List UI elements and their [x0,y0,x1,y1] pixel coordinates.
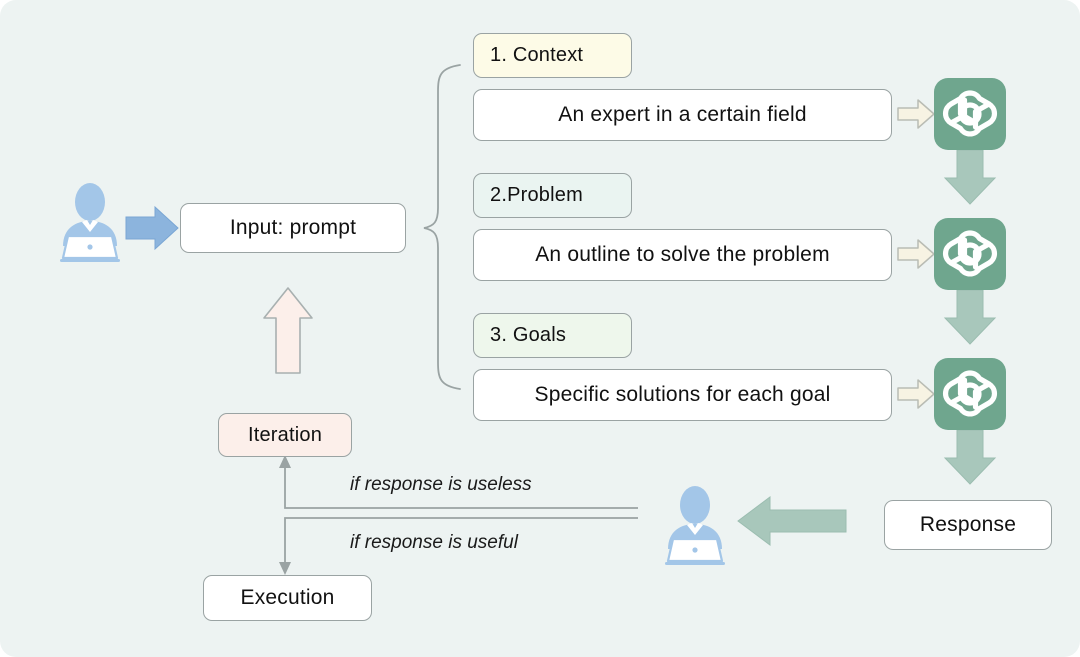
arrow-iteration-to-input-icon [263,287,313,374]
openai-logo-icon-1 [934,78,1006,150]
arrow-right-outline-icon-1 [897,99,935,129]
openai-logo-icon-2 [934,218,1006,290]
feedback-useful-label: if response is useful [350,532,518,553]
execution-label: Execution [240,586,335,609]
part-label-context-text: 1. Context [490,44,584,66]
part-statement-goals-text: Specific solutions for each goal [534,383,831,406]
arrow-right-outline-icon-3 [897,379,935,409]
user-at-laptop-icon-feedback [660,483,730,567]
part-label-problem[interactable]: 2.Problem [473,173,632,218]
arrow-down-icon-3 [943,429,997,485]
execution-box[interactable]: Execution [203,575,372,621]
part-label-goals-text: 3. Goals [490,324,567,346]
part-label-problem-text: 2.Problem [490,184,583,206]
arrow-left-icon [737,496,847,546]
input-prompt-label: Input: prompt [229,216,357,239]
part-label-context[interactable]: 1. Context [473,33,632,78]
arrow-down-icon-1 [943,149,997,205]
part-statement-context[interactable]: An expert in a certain field [473,89,892,141]
part-label-goals[interactable]: 3. Goals [473,313,632,358]
arrow-right-outline-icon-2 [897,239,935,269]
input-prompt-box[interactable]: Input: prompt [180,203,406,253]
part-statement-problem[interactable]: An outline to solve the problem [473,229,892,281]
arrow-down-icon-2 [943,289,997,345]
feedback-useless-label: if response is useless [350,474,532,495]
user-at-laptop-icon [55,180,125,264]
response-label: Response [919,513,1017,536]
part-statement-goals[interactable]: Specific solutions for each goal [473,369,892,421]
openai-logo-icon-3 [934,358,1006,430]
iteration-box[interactable]: Iteration [218,413,352,457]
part-statement-problem-text: An outline to solve the problem [535,243,830,266]
iteration-label: Iteration [247,423,323,446]
response-box[interactable]: Response [884,500,1052,550]
curly-brace-icon [423,64,461,390]
part-statement-context-text: An expert in a certain field [558,103,807,126]
arrow-user-to-input-icon [125,205,179,251]
